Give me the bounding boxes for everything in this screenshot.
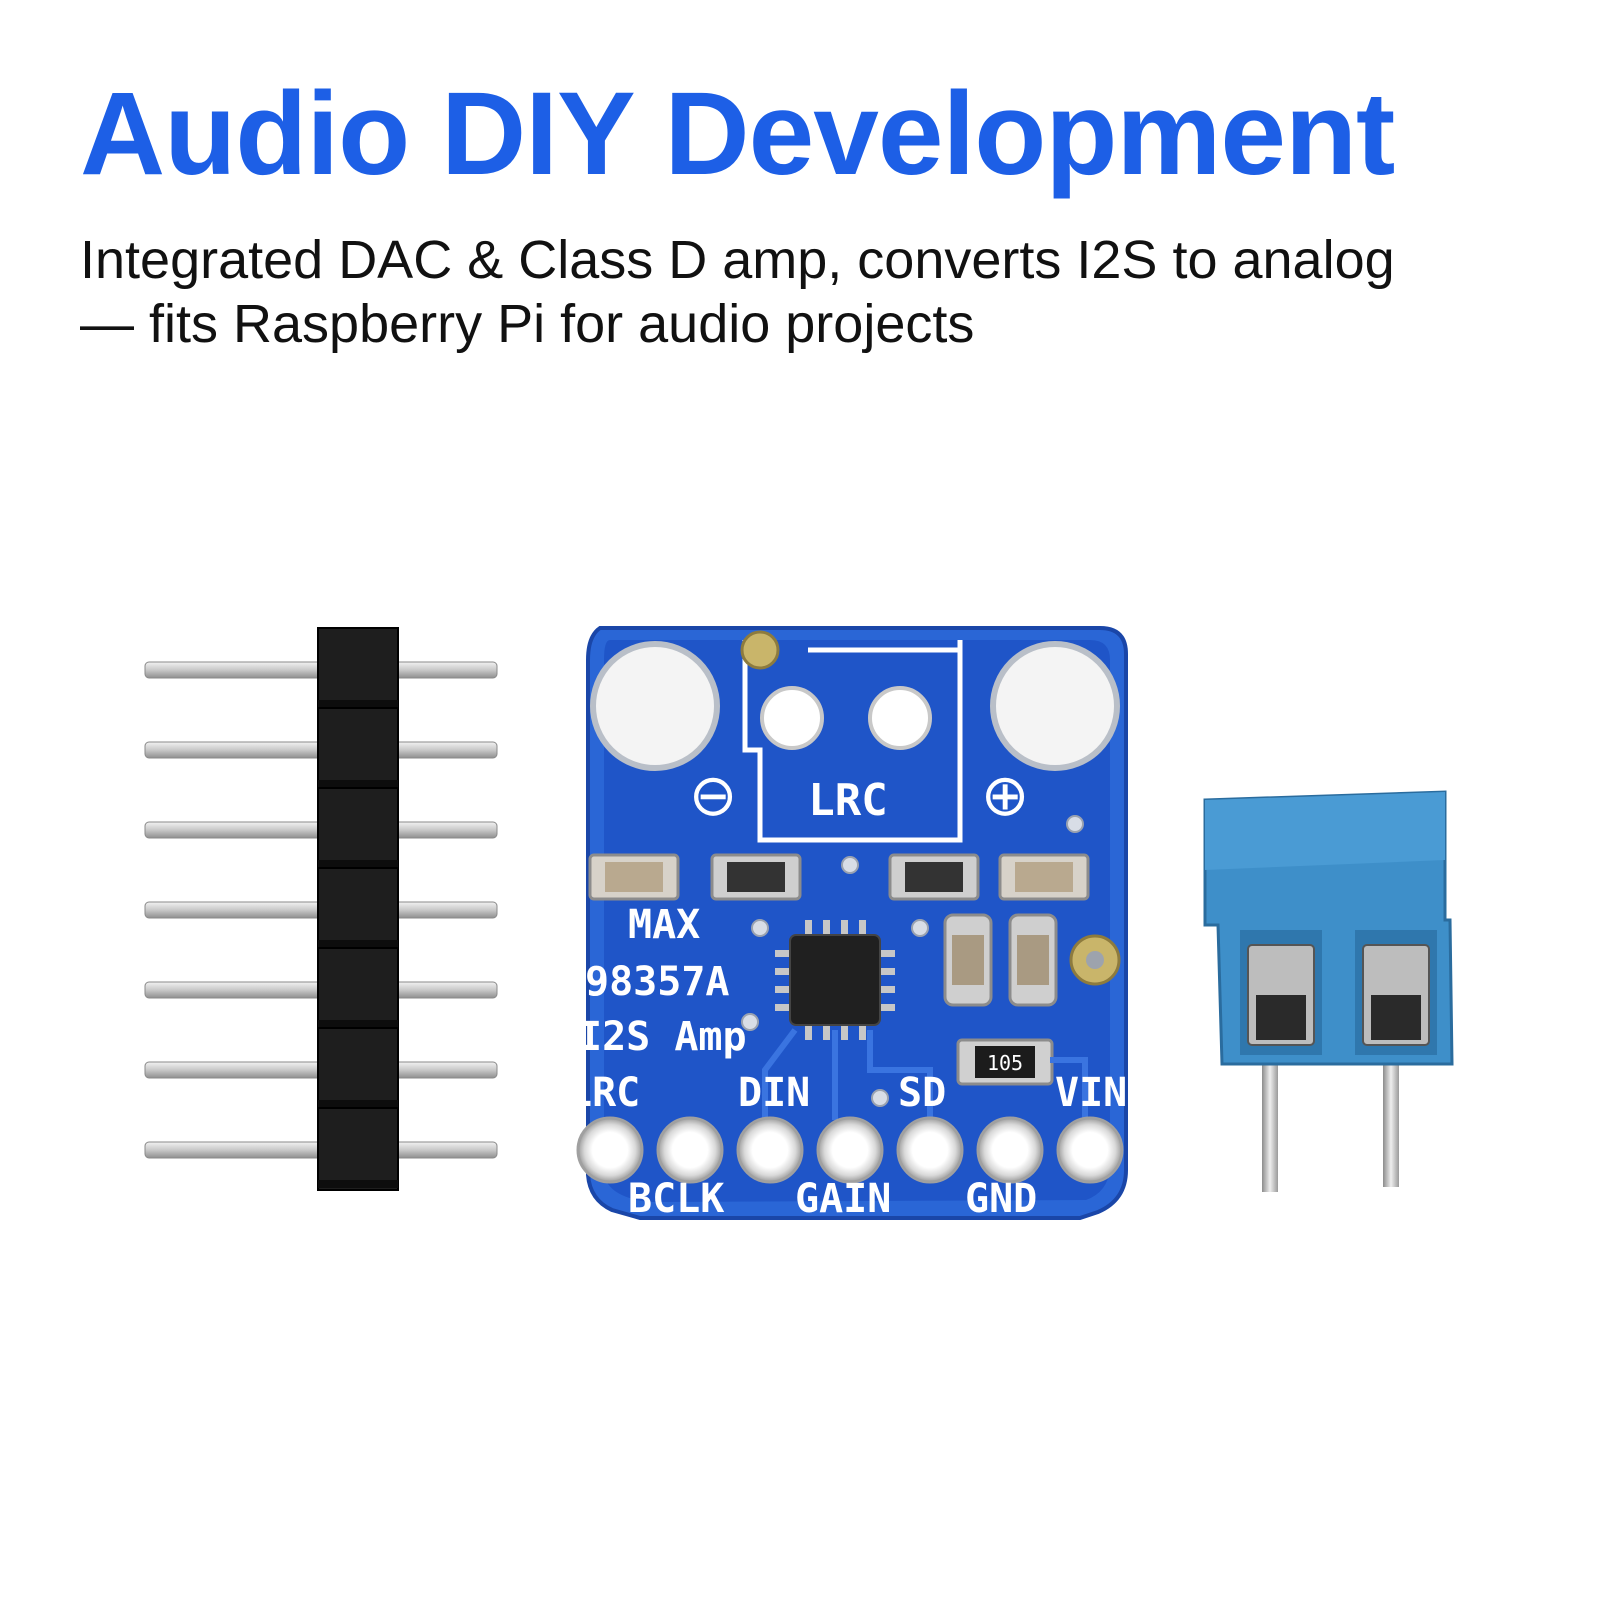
- pcb-pin-pads: [576, 1116, 1124, 1184]
- chip-leads: [775, 920, 895, 1040]
- smd-capacitors-right: [943, 913, 1058, 1007]
- header-plastic: [317, 627, 399, 1191]
- smd-components-top: [588, 853, 1090, 901]
- pin-header: [144, 627, 498, 1191]
- vias: [741, 815, 1084, 1107]
- headline: Audio DIY Development: [80, 68, 1395, 200]
- chip-lead: [859, 1024, 866, 1040]
- speaker-hole-plus: [868, 686, 932, 750]
- speaker-hole-minus: [760, 686, 824, 750]
- chip-lead: [775, 1004, 791, 1011]
- chip-lead: [841, 1024, 848, 1040]
- header-block: [317, 1107, 399, 1191]
- chip-lead: [841, 920, 848, 936]
- chip-lead: [859, 920, 866, 936]
- pin-label-gnd: GND: [965, 1176, 1037, 1222]
- chip-lead: [805, 1024, 812, 1040]
- pin-pad: [576, 1116, 644, 1184]
- description: Integrated DAC & Class D amp, converts I…: [80, 228, 1520, 356]
- header-block: [317, 867, 399, 951]
- header-block: [317, 947, 399, 1031]
- terminal-leg-right: [1383, 1055, 1399, 1187]
- chip-lead: [805, 920, 812, 936]
- plus-icon: ⊕: [981, 761, 1030, 829]
- speaker-label: LRC: [808, 775, 887, 826]
- header-block: [317, 627, 399, 711]
- pin-pad: [1056, 1116, 1124, 1184]
- header-block-notch: [318, 780, 398, 788]
- chip-lead: [823, 1024, 830, 1040]
- header-block-notch: [318, 700, 398, 708]
- pin-label-sd: SD: [898, 1070, 946, 1116]
- mounting-hole-right: [990, 641, 1120, 771]
- header-block-notch: [318, 860, 398, 868]
- chip-label-line-2: 98357A: [585, 959, 730, 1005]
- pin-pad: [656, 1116, 724, 1184]
- gold-pad-top: [740, 630, 780, 670]
- pin-pad: [976, 1116, 1044, 1184]
- description-line-2: — fits Raspberry Pi for audio projects: [80, 294, 975, 354]
- pin-labels-top: LRC DIN SD VIN: [568, 1070, 1127, 1116]
- pin-pad: [736, 1116, 804, 1184]
- chip-lead: [879, 968, 895, 975]
- pin-label-lrc: LRC: [568, 1070, 640, 1116]
- chip-silkscreen-label: MAX 98357A I2S Amp: [578, 902, 747, 1060]
- description-line-1: Integrated DAC & Class D amp, converts I…: [80, 230, 1395, 290]
- terminal-silkscreen: [742, 640, 963, 843]
- chip-lead: [775, 968, 791, 975]
- header-block-notch: [318, 1020, 398, 1028]
- terminal-leg-left: [1262, 1060, 1278, 1192]
- chip-lead: [879, 986, 895, 993]
- chip-label-line-3: I2S Amp: [578, 1014, 747, 1060]
- chip-lead: [823, 920, 830, 936]
- chip-lead: [879, 1004, 895, 1011]
- pin-label-bclk: BCLK: [628, 1176, 724, 1222]
- resistor: 105: [956, 1038, 1054, 1086]
- chip-label-line-1: MAX: [628, 902, 700, 948]
- pcb-traces: [762, 1028, 1088, 1120]
- header-block-notch: [318, 1100, 398, 1108]
- pin-label-gain: GAIN: [795, 1176, 891, 1222]
- pin-labels-bottom: BCLK GAIN GND: [628, 1176, 1037, 1222]
- header-block: [317, 707, 399, 791]
- header-block-notch: [318, 1180, 398, 1188]
- header-block-notch: [318, 940, 398, 948]
- pin-pad: [816, 1116, 884, 1184]
- pin-label-vin: VIN: [1055, 1070, 1127, 1116]
- pcb-board: LRC ⊖ ⊕ MAX 98357A: [568, 626, 1128, 1222]
- pin-label-din: DIN: [738, 1070, 810, 1116]
- mounting-hole-left: [590, 641, 720, 771]
- chip-lead: [775, 986, 791, 993]
- chip-lead: [879, 950, 895, 957]
- resistor-code: 105: [987, 1051, 1023, 1075]
- minus-icon: ⊖: [689, 761, 738, 829]
- header-block: [317, 787, 399, 871]
- pin-pad: [896, 1116, 964, 1184]
- screw-terminal-block: [1203, 790, 1454, 1192]
- amplifier-chip: [775, 920, 895, 1040]
- header-block: [317, 1027, 399, 1111]
- chip-lead: [775, 950, 791, 957]
